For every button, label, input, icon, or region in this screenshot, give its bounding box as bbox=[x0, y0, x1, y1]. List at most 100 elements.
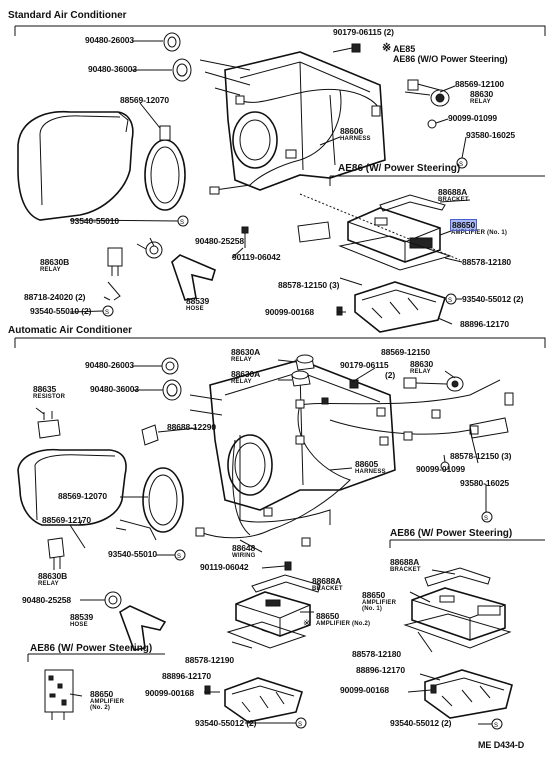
amplifier-88650-no2-bl bbox=[44, 669, 74, 720]
label-a-88896-12170: 88896-12170 bbox=[162, 671, 212, 681]
svg-text:S: S bbox=[494, 723, 498, 729]
label-a-93580-16025: 93580-16025 bbox=[460, 478, 510, 488]
blower-duct-auto bbox=[17, 448, 127, 526]
grommet-90480-26003 bbox=[163, 32, 181, 52]
tray-88896-12170-top bbox=[354, 281, 447, 333]
label-a-88688-12290: 88688-12290 bbox=[167, 422, 217, 432]
label-a-90119-06042: 90119-06042 bbox=[200, 562, 249, 572]
label-a-88569-12070: 88569-12070 bbox=[58, 491, 108, 501]
frame-ae86-bl bbox=[27, 653, 165, 662]
note-ae86-wo-ps: AE86 (W/O Power Steering) bbox=[393, 54, 508, 64]
note-ae85: AE85 bbox=[393, 44, 416, 54]
svg-text:S: S bbox=[298, 722, 302, 728]
tray-88896-12170-center bbox=[224, 677, 303, 723]
label-90480-26003: 90480-26003 bbox=[85, 35, 135, 45]
wiring-88648 bbox=[232, 439, 331, 536]
label-a-90099-01099: 90099-01099 bbox=[416, 464, 466, 474]
svg-text:S: S bbox=[177, 554, 181, 560]
svg-text:S: S bbox=[484, 516, 488, 522]
section-title-standard: Standard Air Conditioner bbox=[8, 10, 127, 21]
clamp-88569-12070-auto bbox=[142, 467, 184, 533]
figure-code: ME D434-D bbox=[478, 740, 525, 750]
section-title-ae86-bl: AE86 (W/ Power Steering) bbox=[30, 643, 153, 654]
relay-88630-top bbox=[404, 79, 450, 107]
frame-ae86-top bbox=[329, 175, 545, 186]
blower-duct-top bbox=[17, 110, 134, 221]
relay-88630b-top bbox=[107, 247, 123, 276]
label-90179-06115: 90179-06115 (2) bbox=[333, 27, 394, 37]
svg-text:S: S bbox=[448, 298, 452, 304]
relay-88630b-auto bbox=[47, 537, 65, 570]
relay-88630a-auto-2 bbox=[291, 370, 311, 387]
label-90119-06042: 90119-06042 bbox=[232, 252, 281, 262]
label-93540-55012-top: 93540-55012 (2) bbox=[462, 294, 524, 304]
label-br-88578-12180: 88578-12180 bbox=[352, 649, 402, 659]
label-br-88896-12170: 88896-12170 bbox=[356, 665, 406, 675]
amplifier-88650-no2 bbox=[235, 591, 311, 637]
grommet-90480-36003 bbox=[172, 58, 192, 82]
section-title-automatic: Automatic Air Conditioner bbox=[8, 325, 133, 336]
svg-text:S: S bbox=[105, 310, 109, 316]
label-a-90480-36003: 90480-36003 bbox=[90, 384, 140, 394]
label-a-93540-55012: 93540-55012 (2) bbox=[195, 718, 257, 728]
svg-text:S: S bbox=[459, 162, 463, 168]
note-asterisk: ※ bbox=[382, 42, 392, 54]
hose-88539-auto bbox=[119, 605, 167, 651]
label-br-90099-00168: 90099-00168 bbox=[340, 685, 390, 695]
resistor-88635 bbox=[37, 411, 61, 439]
svg-text:S: S bbox=[180, 220, 184, 226]
label-a-88569-12150: 88569-12150 bbox=[381, 347, 431, 357]
frame-ae86-br bbox=[389, 539, 545, 548]
label-88578-12180: 88578-12180 bbox=[462, 257, 512, 267]
amplifier-88650-no1-br bbox=[411, 587, 506, 641]
bracket-88718 bbox=[107, 281, 121, 301]
label-88718-24020: 88718-24020 (2) bbox=[24, 292, 86, 302]
label-a-88569-12170: 88569-12170 bbox=[42, 515, 92, 525]
harness-88606-top bbox=[214, 88, 381, 191]
hose-88539-top bbox=[171, 254, 216, 301]
label-a-90480-26003: 90480-26003 bbox=[85, 360, 135, 370]
label-a-90099-00168: 90099-00168 bbox=[145, 688, 195, 698]
label-a-88578-12150: 88578-12150 (3) bbox=[450, 451, 512, 461]
label-93540-55010-2: 93540-55010 (2) bbox=[30, 306, 92, 316]
label-90099-00168: 90099-00168 bbox=[265, 307, 315, 317]
label-88578-12150: 88578-12150 (3) bbox=[278, 280, 340, 290]
section-title-ae86-br: AE86 (W/ Power Steering) bbox=[390, 528, 513, 539]
label-a-88578-12190: 88578-12190 bbox=[185, 655, 235, 665]
relay-88630-auto bbox=[403, 376, 464, 392]
label-a-90480-25258: 90480-25258 bbox=[22, 595, 72, 605]
bracket-88688a-top bbox=[379, 194, 446, 212]
relay-88630a-auto-1 bbox=[295, 354, 315, 371]
label-90480-36003: 90480-36003 bbox=[88, 64, 138, 74]
heater-case-top bbox=[224, 51, 386, 191]
svg-text:※: ※ bbox=[303, 619, 311, 629]
label-90480-25258: 90480-25258 bbox=[195, 236, 245, 246]
label-88569-12070: 88569-12070 bbox=[120, 95, 170, 105]
label-90099-01099: 90099-01099 bbox=[448, 113, 498, 123]
harness-88605-auto bbox=[199, 379, 501, 539]
label-a-93540-55010: 93540-55010 bbox=[108, 549, 158, 559]
label-88569-12100: 88569-12100 bbox=[455, 79, 505, 89]
label-a-90179-06115: 90179-06115 bbox=[340, 360, 389, 370]
section-title-ae86-top: AE86 (W/ Power Steering) bbox=[338, 163, 461, 174]
label-93580-16025: 93580-16025 bbox=[466, 130, 516, 140]
clamp-88569-12070 bbox=[144, 125, 186, 211]
